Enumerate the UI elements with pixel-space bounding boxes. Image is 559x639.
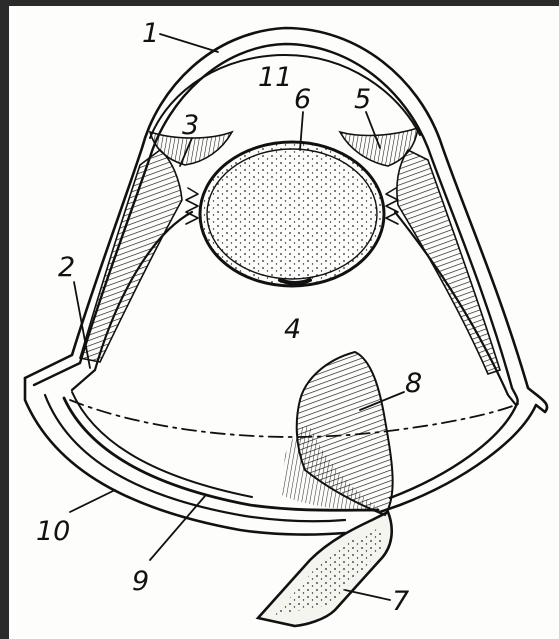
label-3: 3 <box>182 110 199 141</box>
leader-10 <box>70 490 115 512</box>
label-1: 1 <box>142 18 159 49</box>
label-2: 2 <box>58 252 75 283</box>
ora-serrata-line <box>70 400 518 437</box>
zonule-left <box>186 188 198 224</box>
label-7: 7 <box>392 586 409 617</box>
label-9: 9 <box>132 566 149 597</box>
label-4: 4 <box>284 314 301 345</box>
label-5: 5 <box>354 84 371 115</box>
label-10: 10 <box>36 516 70 547</box>
leader-7 <box>345 590 390 600</box>
leader-1 <box>160 34 218 52</box>
label-11: 11 <box>258 62 292 93</box>
leader-9 <box>150 496 205 560</box>
label-6: 6 <box>294 84 311 115</box>
label-8: 8 <box>405 368 422 399</box>
lens <box>200 142 384 286</box>
